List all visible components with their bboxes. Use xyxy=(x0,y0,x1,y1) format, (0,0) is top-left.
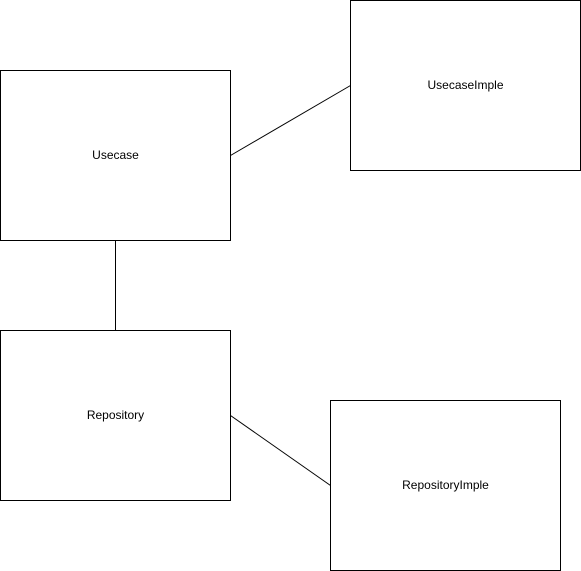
node-usecase[interactable]: Usecase xyxy=(0,70,231,241)
node-usecase-imple-label: UsecaseImple xyxy=(427,78,503,92)
node-repository-label: Repository xyxy=(87,408,144,422)
node-usecase-label: Usecase xyxy=(92,148,139,162)
node-repository-imple-label: RepositoryImple xyxy=(402,478,489,492)
node-usecase-imple-box xyxy=(350,0,581,171)
node-usecase-imple[interactable]: UsecaseImple xyxy=(350,0,581,171)
node-repository[interactable]: Repository xyxy=(0,330,231,501)
node-usecase-box xyxy=(0,70,231,241)
connector-usecase-usecaseimple xyxy=(230,85,351,156)
connector-repository-repositoryimple xyxy=(230,415,331,486)
node-repository-imple-box xyxy=(330,400,561,571)
node-repository-box xyxy=(0,330,231,501)
node-repository-imple[interactable]: RepositoryImple xyxy=(330,400,561,571)
